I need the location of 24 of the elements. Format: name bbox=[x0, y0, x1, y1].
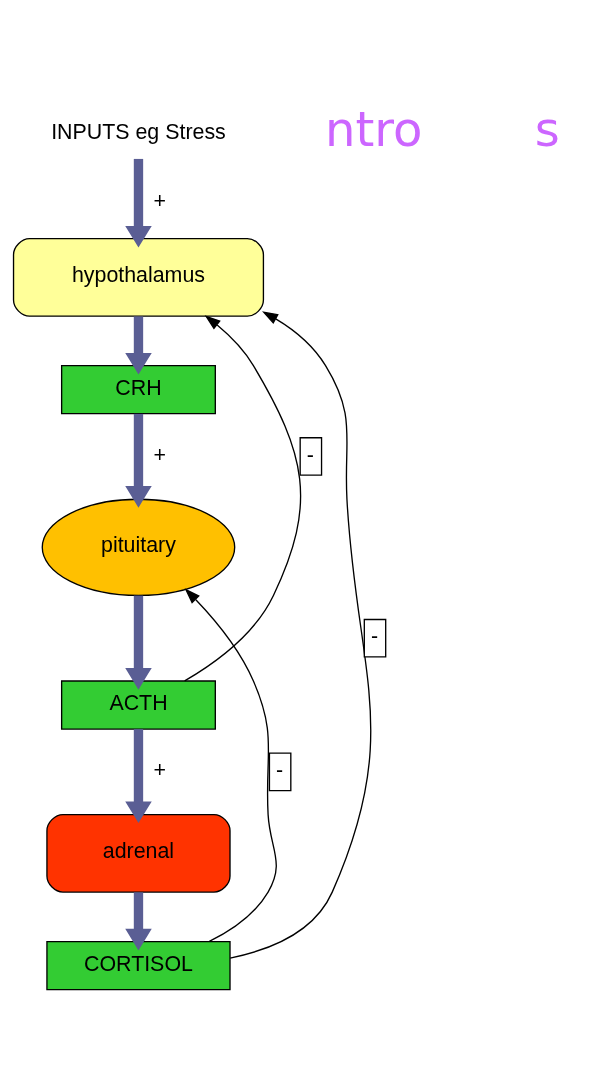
node-box: CRH bbox=[60, 364, 216, 415]
edge-label: + bbox=[153, 757, 167, 782]
node-box: CORTISOL bbox=[46, 940, 231, 991]
node-ellipse: pituitary bbox=[41, 498, 236, 597]
arrow bbox=[184, 315, 302, 682]
edge-label: + bbox=[153, 442, 167, 467]
arrow bbox=[229, 311, 372, 959]
edge-label: - bbox=[370, 624, 379, 649]
node-box: adrenal bbox=[46, 813, 231, 893]
arrow bbox=[125, 158, 152, 248]
edge-label: - bbox=[306, 442, 314, 467]
arrow bbox=[125, 892, 152, 951]
edge-label: - bbox=[276, 757, 284, 782]
edge-label: + bbox=[153, 188, 167, 213]
label: s bbox=[534, 101, 560, 158]
label: ntro bbox=[324, 101, 423, 158]
arrow bbox=[125, 595, 152, 690]
arrow bbox=[125, 729, 152, 824]
arrow bbox=[184, 588, 277, 943]
node-box: ACTH bbox=[60, 680, 216, 730]
arrow bbox=[125, 316, 152, 375]
node-box: hypothalamus bbox=[12, 238, 265, 317]
arrow bbox=[125, 413, 152, 508]
node-text: INPUTS eg Stress bbox=[51, 120, 226, 145]
